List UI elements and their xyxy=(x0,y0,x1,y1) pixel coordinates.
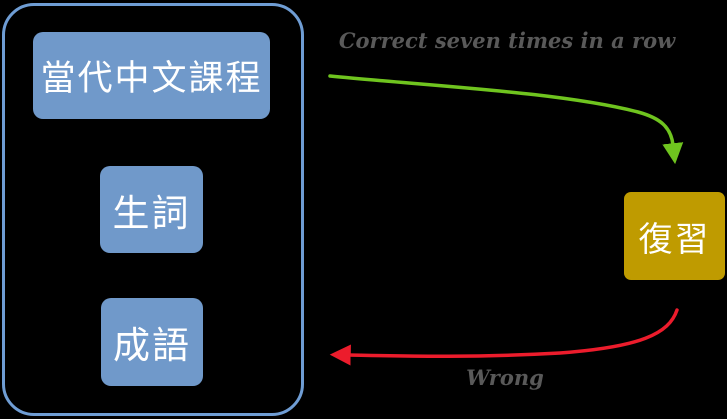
deck-box-idioms: 成語 xyxy=(101,298,203,386)
deck-box-vocabulary: 生詞 xyxy=(100,166,203,253)
correct-arrow-label: Correct seven times in a row xyxy=(338,28,676,53)
deck-panel: 當代中文課程 生詞 成語 xyxy=(2,3,304,416)
deck-box-textbook: 當代中文課程 xyxy=(33,32,270,119)
deck-box-vocabulary-label: 生詞 xyxy=(112,191,191,235)
correct-arrow xyxy=(328,74,684,165)
deck-box-textbook-label: 當代中文課程 xyxy=(40,59,263,99)
wrong-arrow-label: Wrong xyxy=(466,365,544,390)
deck-box-idioms-label: 成語 xyxy=(113,324,191,367)
review-box-label: 復習 xyxy=(638,219,711,260)
wrong-arrow xyxy=(329,308,679,366)
review-box: 復習 xyxy=(624,192,725,280)
